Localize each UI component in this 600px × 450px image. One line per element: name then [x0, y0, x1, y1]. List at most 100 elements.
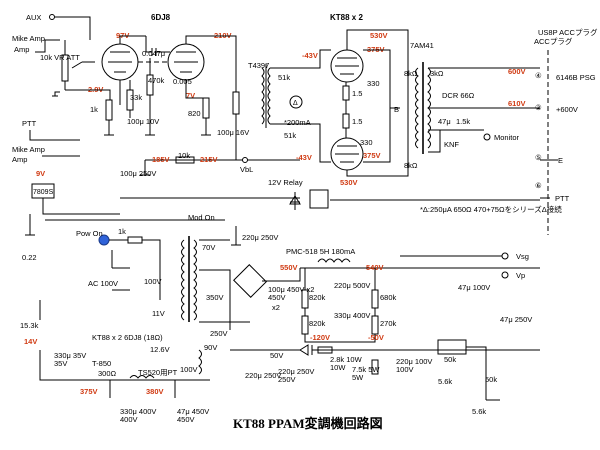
r-50k-a-label: 50k — [444, 355, 456, 364]
volt-375v-b: 375V — [363, 151, 381, 160]
pin-6: ⑥ — [535, 181, 542, 190]
v50-label: 50V — [270, 351, 283, 360]
r-820k-b-label: 820k — [309, 319, 326, 328]
ma200-label: *200mA — [284, 118, 311, 127]
t7am41-label: 7AM41 — [410, 41, 434, 50]
r-51k-a-label: 51k — [278, 73, 290, 82]
volt-50v: -50V — [368, 333, 384, 342]
dcr-label: DCR 66Ω — [442, 91, 475, 100]
v100b-label: 100V — [180, 365, 198, 374]
choke-label: PMC-518 5H 180mA — [286, 247, 355, 256]
r-820-label: 820 — [188, 109, 201, 118]
v11-label: 11V — [152, 309, 165, 318]
c-47-100-label: 47μ 100V — [458, 283, 490, 292]
pow-on-label: Pow On — [76, 229, 103, 238]
svg-text:5W: 5W — [352, 373, 364, 382]
mike-amp-label-b: Amp — [14, 45, 29, 54]
pin-e-label: E — [558, 156, 563, 165]
r-8k-b-label: 8kΩ — [404, 161, 418, 170]
c-47-label: 47μ — [438, 117, 451, 126]
knf-label: KNF — [444, 140, 459, 149]
r-820 — [202, 97, 210, 119]
c-0-047-label: 0.047μ — [142, 49, 165, 58]
r-1-5-b-label: 1.5 — [352, 117, 362, 126]
vsg-terminal — [501, 252, 509, 260]
volt-14v: 14V — [24, 337, 37, 346]
svg-text:400V: 400V — [120, 415, 138, 424]
r-820k-b — [301, 315, 309, 335]
pin-2: ② — [535, 103, 542, 112]
r-10k — [175, 156, 195, 164]
c-330-400b-label: 330μ 400V — [120, 407, 156, 416]
svg-text:x2: x2 — [272, 303, 280, 312]
c-47-250-label: 47μ 250V — [500, 315, 532, 324]
volt-375v-c: 375V — [80, 387, 98, 396]
volt-530v-a: 530V — [370, 31, 388, 40]
v250-label: 250V — [210, 329, 228, 338]
r-680k-label: 680k — [380, 293, 397, 302]
c-220-250-label: 220μ 250V — [242, 233, 278, 242]
mod-on-label: Mod On — [188, 213, 215, 222]
v12-6-label: 12.6V — [150, 345, 170, 354]
c-330-35-label: 330μ 35V — [54, 351, 86, 360]
svg-text:450V: 450V — [268, 293, 286, 302]
meter-delta — [289, 95, 303, 109]
c-100-10-label: 100μ 10V — [127, 117, 159, 126]
pot-50k-a[interactable] — [437, 339, 467, 355]
c-0-22-label: 0.22 — [22, 253, 37, 262]
volt-185v: 185V — [152, 155, 170, 164]
r-470k-label: 470k — [148, 76, 165, 85]
c-330-400-label: 330μ 400V — [334, 311, 370, 320]
bridge-rectifier — [233, 264, 267, 298]
monitor-jack[interactable] — [483, 133, 491, 141]
pin-600v-label: +600V — [556, 105, 578, 114]
v90-label: 90V — [204, 343, 217, 352]
connector-subtitle: ACCプラグ — [534, 36, 573, 46]
vbl-label: VbL — [240, 165, 253, 174]
pin-5: ⑤ — [535, 153, 542, 162]
monitor-label: Monitor — [494, 133, 520, 142]
volt-43v-b: -43V — [296, 153, 312, 162]
svg-text:450V: 450V — [177, 415, 195, 424]
svg-text:250V: 250V — [278, 375, 296, 384]
r-3k-label: 3kΩ — [430, 69, 444, 78]
r-270k — [371, 315, 379, 335]
reg-7809s-label: 7809S — [33, 189, 54, 196]
r-1k-pow — [127, 236, 143, 244]
vr-label: 10k VR ATT — [40, 53, 80, 62]
c-100-250-label: 100μ 250V — [120, 169, 156, 178]
r-7-5k-label: 7.5k 5W — [352, 365, 380, 374]
r-820k-a-label: 820k — [309, 293, 326, 302]
vsg-label: Vsg — [516, 252, 529, 261]
tube-kt88-label: KT88 x 2 — [330, 13, 363, 22]
r-5-6k-a-label: 5.6k — [438, 377, 452, 386]
r-270k-label: 270k — [380, 319, 397, 328]
volt-120v: -120V — [310, 333, 330, 342]
volt-550v: 550V — [280, 263, 298, 272]
svg-text:10W: 10W — [330, 363, 346, 372]
pin-4: ④ — [535, 71, 542, 80]
t4397-label: T4397 — [248, 61, 269, 70]
pin-ptt-label: PTT — [555, 194, 570, 203]
r-330-a-label: 330 — [367, 79, 380, 88]
t850-label: T-850 — [92, 359, 111, 368]
volt-540v: 540V — [366, 263, 384, 272]
svg-text:35V: 35V — [54, 359, 67, 368]
c-100-450-label: 100μ 450V x2 — [268, 285, 314, 294]
ac100-label: AC 100V — [88, 279, 118, 288]
c-220-250c-label: 220μ 250V — [245, 371, 281, 380]
c-47-450-label: 47μ 450V — [177, 407, 209, 416]
r-1-5-a-label: 1.5 — [352, 89, 362, 98]
r-1k-pow-label: 1k — [118, 227, 126, 236]
r-33k-label: 33k — [130, 93, 142, 102]
ptt-in-label: PTT — [22, 119, 37, 128]
relay-label: 12V Relay — [268, 178, 303, 187]
volt-600v: 600V — [508, 67, 526, 76]
r-50k-b-label: 50k — [485, 375, 497, 384]
r-5-6k-b-label: 5.6k — [472, 407, 486, 416]
r-51k-b-label: 51k — [284, 131, 296, 140]
c-0-005-label: 0.005 — [173, 77, 192, 86]
vp-label: Vp — [516, 271, 525, 280]
aux-jack[interactable] — [49, 14, 55, 20]
